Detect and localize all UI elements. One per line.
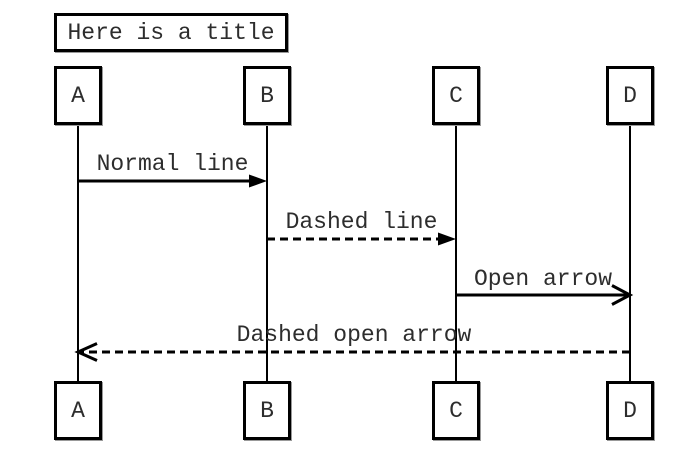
actor-box-d-top: D: [606, 66, 654, 125]
message-label-dashed-line: Dashed line: [285, 209, 438, 235]
actor-box-c-top: C: [432, 66, 480, 125]
message-arrow-dashed-line: [267, 232, 456, 246]
message-label-dashed-open-arrow: Dashed open arrow: [236, 322, 472, 348]
actor-box-d-bottom: D: [606, 381, 654, 440]
arrowhead-open-icon: [74, 342, 98, 362]
actor-box-a-bottom: A: [54, 381, 102, 440]
actor-box-b-top: B: [243, 66, 291, 125]
arrowhead-filled-icon: [438, 232, 456, 246]
arrowhead-open-icon: [611, 284, 634, 306]
actor-box-b-bottom: B: [243, 381, 291, 440]
message-arrow-normal-line: [78, 174, 267, 188]
message-arrow-open-arrow: [456, 284, 634, 306]
message-arrow-dashed-open-arrow: [74, 342, 630, 362]
arrowhead-filled-icon: [249, 174, 267, 188]
diagram-title-box: Here is a title: [54, 13, 288, 52]
diagram-title: Here is a title: [67, 19, 275, 46]
actor-box-a-top: A: [54, 66, 102, 125]
actor-box-c-bottom: C: [432, 381, 480, 440]
message-label-normal-line: Normal line: [96, 151, 249, 177]
message-label-open-arrow: Open arrow: [473, 266, 613, 292]
